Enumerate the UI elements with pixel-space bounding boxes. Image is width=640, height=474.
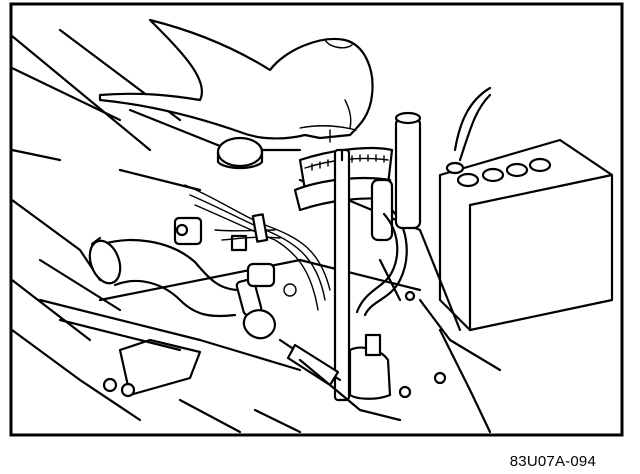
wire-harness-illustration (184, 184, 331, 311)
engine-fittings (102, 216, 447, 399)
filler-cap-illustration (216, 136, 264, 170)
hose-illustration (88, 236, 263, 318)
bracket-illustration (38, 298, 402, 422)
battery-illustration (438, 86, 614, 332)
illustration-frame (9, 2, 624, 437)
hand-illustration (98, 18, 374, 143)
gauge-tool-illustration (242, 111, 422, 402)
figure-code: 83U07A-094 (509, 453, 596, 470)
